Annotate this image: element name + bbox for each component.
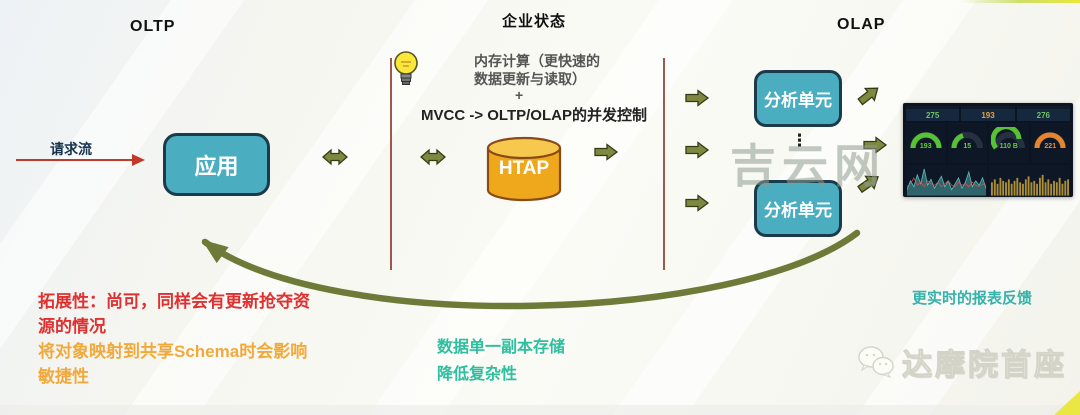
mvcc-note: MVCC -> OLTP/OLAP的并发控制	[421, 107, 647, 124]
stat-panel: 275	[906, 106, 960, 121]
note-single-copy: 数据单一副本存储	[437, 339, 566, 356]
watermark-bottom-right: 达摩院首座	[856, 340, 1067, 384]
dashboard-gauges-row: 193 15 110 B 2	[906, 123, 1070, 163]
wechat-icon	[858, 346, 894, 379]
analysis-unit-bottom-label: 分析单元	[764, 201, 832, 220]
analysis-unit-box-top: 分析单元	[754, 70, 842, 127]
dashboard-stats-row: 275 193 276	[906, 106, 1070, 121]
bottom-strip	[0, 405, 1080, 415]
corner-accent	[1054, 391, 1080, 415]
bar-chart-icon	[990, 174, 1069, 196]
bidirectional-arrow-icon	[420, 148, 446, 166]
watermark-bottom-right-text: 达摩院首座	[902, 349, 1067, 383]
htap-label: HTAP	[498, 158, 550, 179]
gauge-panel: 110 B	[989, 123, 1029, 163]
stat-panel: 193	[961, 106, 1015, 121]
divider-left	[390, 58, 392, 270]
app-box: 应用	[163, 133, 270, 196]
divider-right	[663, 58, 665, 270]
note-scalability-line2: 源的情况	[38, 317, 106, 336]
note-schema-line2: 敏捷性	[38, 367, 89, 386]
flow-arrow-icon	[685, 141, 710, 159]
plus-sign: +	[515, 87, 524, 103]
top-edge-accent	[960, 0, 1080, 3]
memory-compute-note-line2: 数据更新与读取）	[474, 71, 586, 87]
area-chart-icon	[907, 168, 986, 196]
stat-panel: 276	[1016, 106, 1070, 121]
lightbulb-icon	[394, 51, 418, 85]
request-flow-label: 请求流	[50, 141, 92, 157]
gauge-panel: 15	[947, 123, 987, 163]
flow-arrow-icon	[857, 175, 879, 194]
flow-arrow-icon	[685, 89, 710, 107]
gauge-icon	[990, 127, 1025, 150]
note-complexity: 降低复杂性	[437, 366, 518, 383]
gauge-icon	[951, 132, 984, 149]
gauge-panel: 221	[1030, 123, 1070, 163]
section-title-enterprise-state: 企业状态	[502, 13, 567, 30]
gauge-panel: 193	[906, 123, 946, 163]
analysis-unit-top-label: 分析单元	[764, 91, 832, 110]
note-schema-line1: 将对象映射到共享Schema时会影响	[38, 342, 308, 361]
note-realtime-report: 更实时的报表反馈	[912, 290, 1033, 307]
gauge-icon	[1034, 132, 1067, 149]
section-title-oltp: OLTP	[130, 18, 176, 35]
gauge-icon	[909, 132, 942, 149]
flow-arrow-icon	[857, 87, 879, 106]
flow-arrow-icon	[863, 136, 888, 154]
memory-compute-note-line1: 内存计算（更快速的	[474, 53, 600, 69]
note-scalability-line1: 拓展性：尚可，同样会有更新抢夺资	[38, 292, 310, 311]
dashboard-charts-row	[906, 165, 1070, 197]
analysis-unit-box-bottom: 分析单元	[754, 180, 842, 237]
ellipsis-dots: ⋮	[791, 131, 808, 150]
flow-arrow-icon	[594, 143, 619, 161]
app-box-label: 应用	[194, 153, 239, 179]
htap-database-icon	[486, 136, 562, 202]
bidirectional-arrow-icon	[322, 148, 348, 166]
bar-chart-panel	[989, 165, 1070, 197]
request-flow-arrow-icon	[16, 154, 145, 166]
timeseries-chart-panel	[906, 165, 987, 197]
grafana-dashboard-image: 275 193 276 193 15	[903, 103, 1073, 197]
section-title-olap: OLAP	[837, 16, 886, 33]
flow-arrow-icon	[685, 194, 710, 212]
